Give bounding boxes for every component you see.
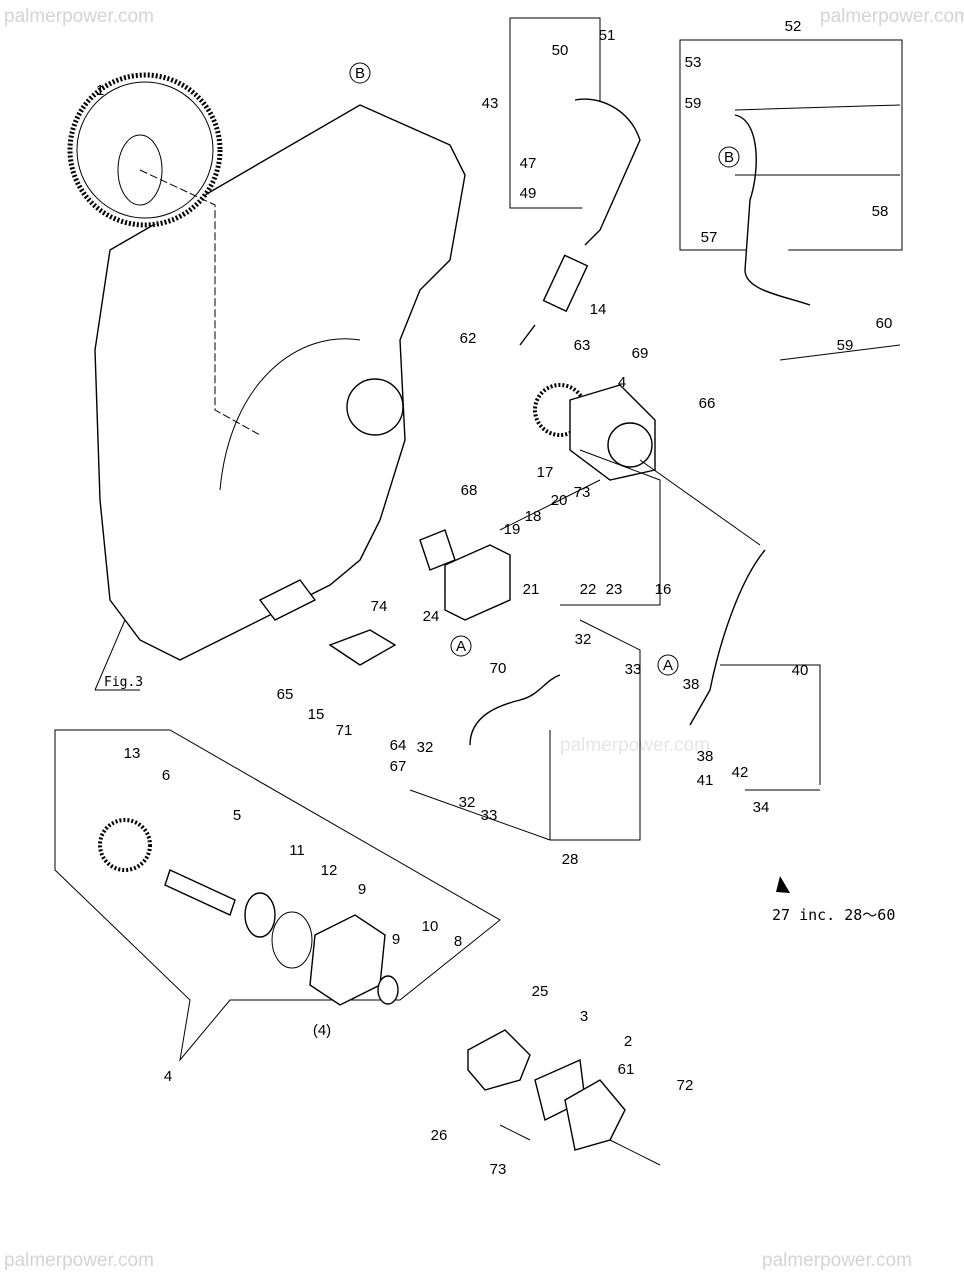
callout-69: 69 xyxy=(632,345,649,362)
callout-40: 40 xyxy=(792,662,809,679)
callout-8: 8 xyxy=(454,933,462,950)
gear-housing xyxy=(94,104,466,661)
callout-3: 3 xyxy=(580,1008,588,1025)
callout-33: 33 xyxy=(625,661,642,678)
callout-12: 12 xyxy=(321,862,338,879)
callout-59: 59 xyxy=(685,95,702,112)
callout-38: 38 xyxy=(683,676,700,693)
callout-24: 24 xyxy=(423,608,440,625)
callout-32: 32 xyxy=(417,739,434,756)
callout-14: 14 xyxy=(590,301,607,318)
callout-51: 51 xyxy=(599,27,616,44)
callout-10: 10 xyxy=(422,918,439,935)
callout-1: 1 xyxy=(96,82,104,99)
ring-gear xyxy=(67,72,223,228)
callout-28: 28 xyxy=(562,851,579,868)
assembly-note: 27 inc. 28～60 xyxy=(772,906,896,924)
callout-4: (4) xyxy=(313,1022,331,1039)
valve-block xyxy=(444,544,511,621)
callout-32: 32 xyxy=(459,794,476,811)
figure-reference: Fig.3 xyxy=(104,675,144,690)
housing-opening xyxy=(346,378,404,436)
watermark: palmerpower.com xyxy=(762,1250,912,1271)
reference-marker-A: A xyxy=(663,657,673,674)
callout-18: 18 xyxy=(525,508,542,525)
callout-57: 57 xyxy=(701,229,718,246)
callout-59: 59 xyxy=(837,337,854,354)
callout-62: 62 xyxy=(460,330,477,347)
callout-20: 20 xyxy=(551,492,568,509)
callout-64: 64 xyxy=(390,737,407,754)
reference-marker-circle xyxy=(657,654,679,676)
callout-15: 15 xyxy=(308,706,325,723)
callout-72: 72 xyxy=(677,1077,694,1094)
callout-19: 19 xyxy=(504,521,521,538)
drive-gear xyxy=(98,818,152,872)
callout-23: 23 xyxy=(606,581,623,598)
reference-marker-B: B xyxy=(355,65,365,82)
callout-63: 63 xyxy=(574,337,591,354)
callout-32: 32 xyxy=(575,631,592,648)
callout-49: 49 xyxy=(520,185,537,202)
callout-52: 52 xyxy=(785,18,802,35)
callout-21: 21 xyxy=(523,581,540,598)
reference-marker-A: A xyxy=(456,638,466,655)
callout-9: 9 xyxy=(358,881,366,898)
callout-65: 65 xyxy=(277,686,294,703)
arrow-marker xyxy=(776,876,790,893)
callout-26: 26 xyxy=(431,1127,448,1144)
callout-34: 34 xyxy=(753,799,770,816)
callout-74: 74 xyxy=(371,598,388,615)
callout-11: 11 xyxy=(289,842,305,859)
reference-marker-circle xyxy=(450,635,472,657)
reference-marker-B: B xyxy=(724,149,734,166)
callout-42: 42 xyxy=(732,764,749,781)
callout-53: 53 xyxy=(685,54,702,71)
callout-25: 25 xyxy=(532,983,549,1000)
reference-marker-circle xyxy=(718,146,740,168)
callout-60: 60 xyxy=(876,315,893,332)
callout-73: 73 xyxy=(490,1161,507,1178)
callout-16: 16 xyxy=(655,581,672,598)
callout-33: 33 xyxy=(481,807,498,824)
watermark: palmerpower.com xyxy=(560,735,710,756)
callout-4: 4 xyxy=(618,374,626,391)
callout-6: 6 xyxy=(162,767,170,784)
callout-71: 71 xyxy=(336,722,353,739)
callout-66: 66 xyxy=(699,395,716,412)
callout-68: 68 xyxy=(461,482,478,499)
watermark: palmerpower.com xyxy=(4,1250,154,1271)
callout-70: 70 xyxy=(490,660,507,677)
callout-43: 43 xyxy=(482,95,499,112)
callout-50: 50 xyxy=(552,42,569,59)
callout-2: 2 xyxy=(624,1033,632,1050)
callout-5: 5 xyxy=(233,807,241,824)
callout-41: 41 xyxy=(697,772,714,789)
callout-22: 22 xyxy=(580,581,597,598)
callout-58: 58 xyxy=(872,203,889,220)
callout-38: 38 xyxy=(697,748,714,765)
callout-17: 17 xyxy=(537,464,554,481)
watermark: palmerpower.com xyxy=(820,6,964,27)
reference-marker-circle xyxy=(349,62,371,84)
callout-67: 67 xyxy=(390,758,407,775)
callout-73: 73 xyxy=(574,484,591,501)
callout-47: 47 xyxy=(520,155,537,172)
callout-61: 61 xyxy=(618,1061,635,1078)
callout-9: 9 xyxy=(392,931,400,948)
watermark: palmerpower.com xyxy=(4,6,154,27)
callout-13: 13 xyxy=(124,745,141,762)
callout-4: 4 xyxy=(164,1068,172,1085)
